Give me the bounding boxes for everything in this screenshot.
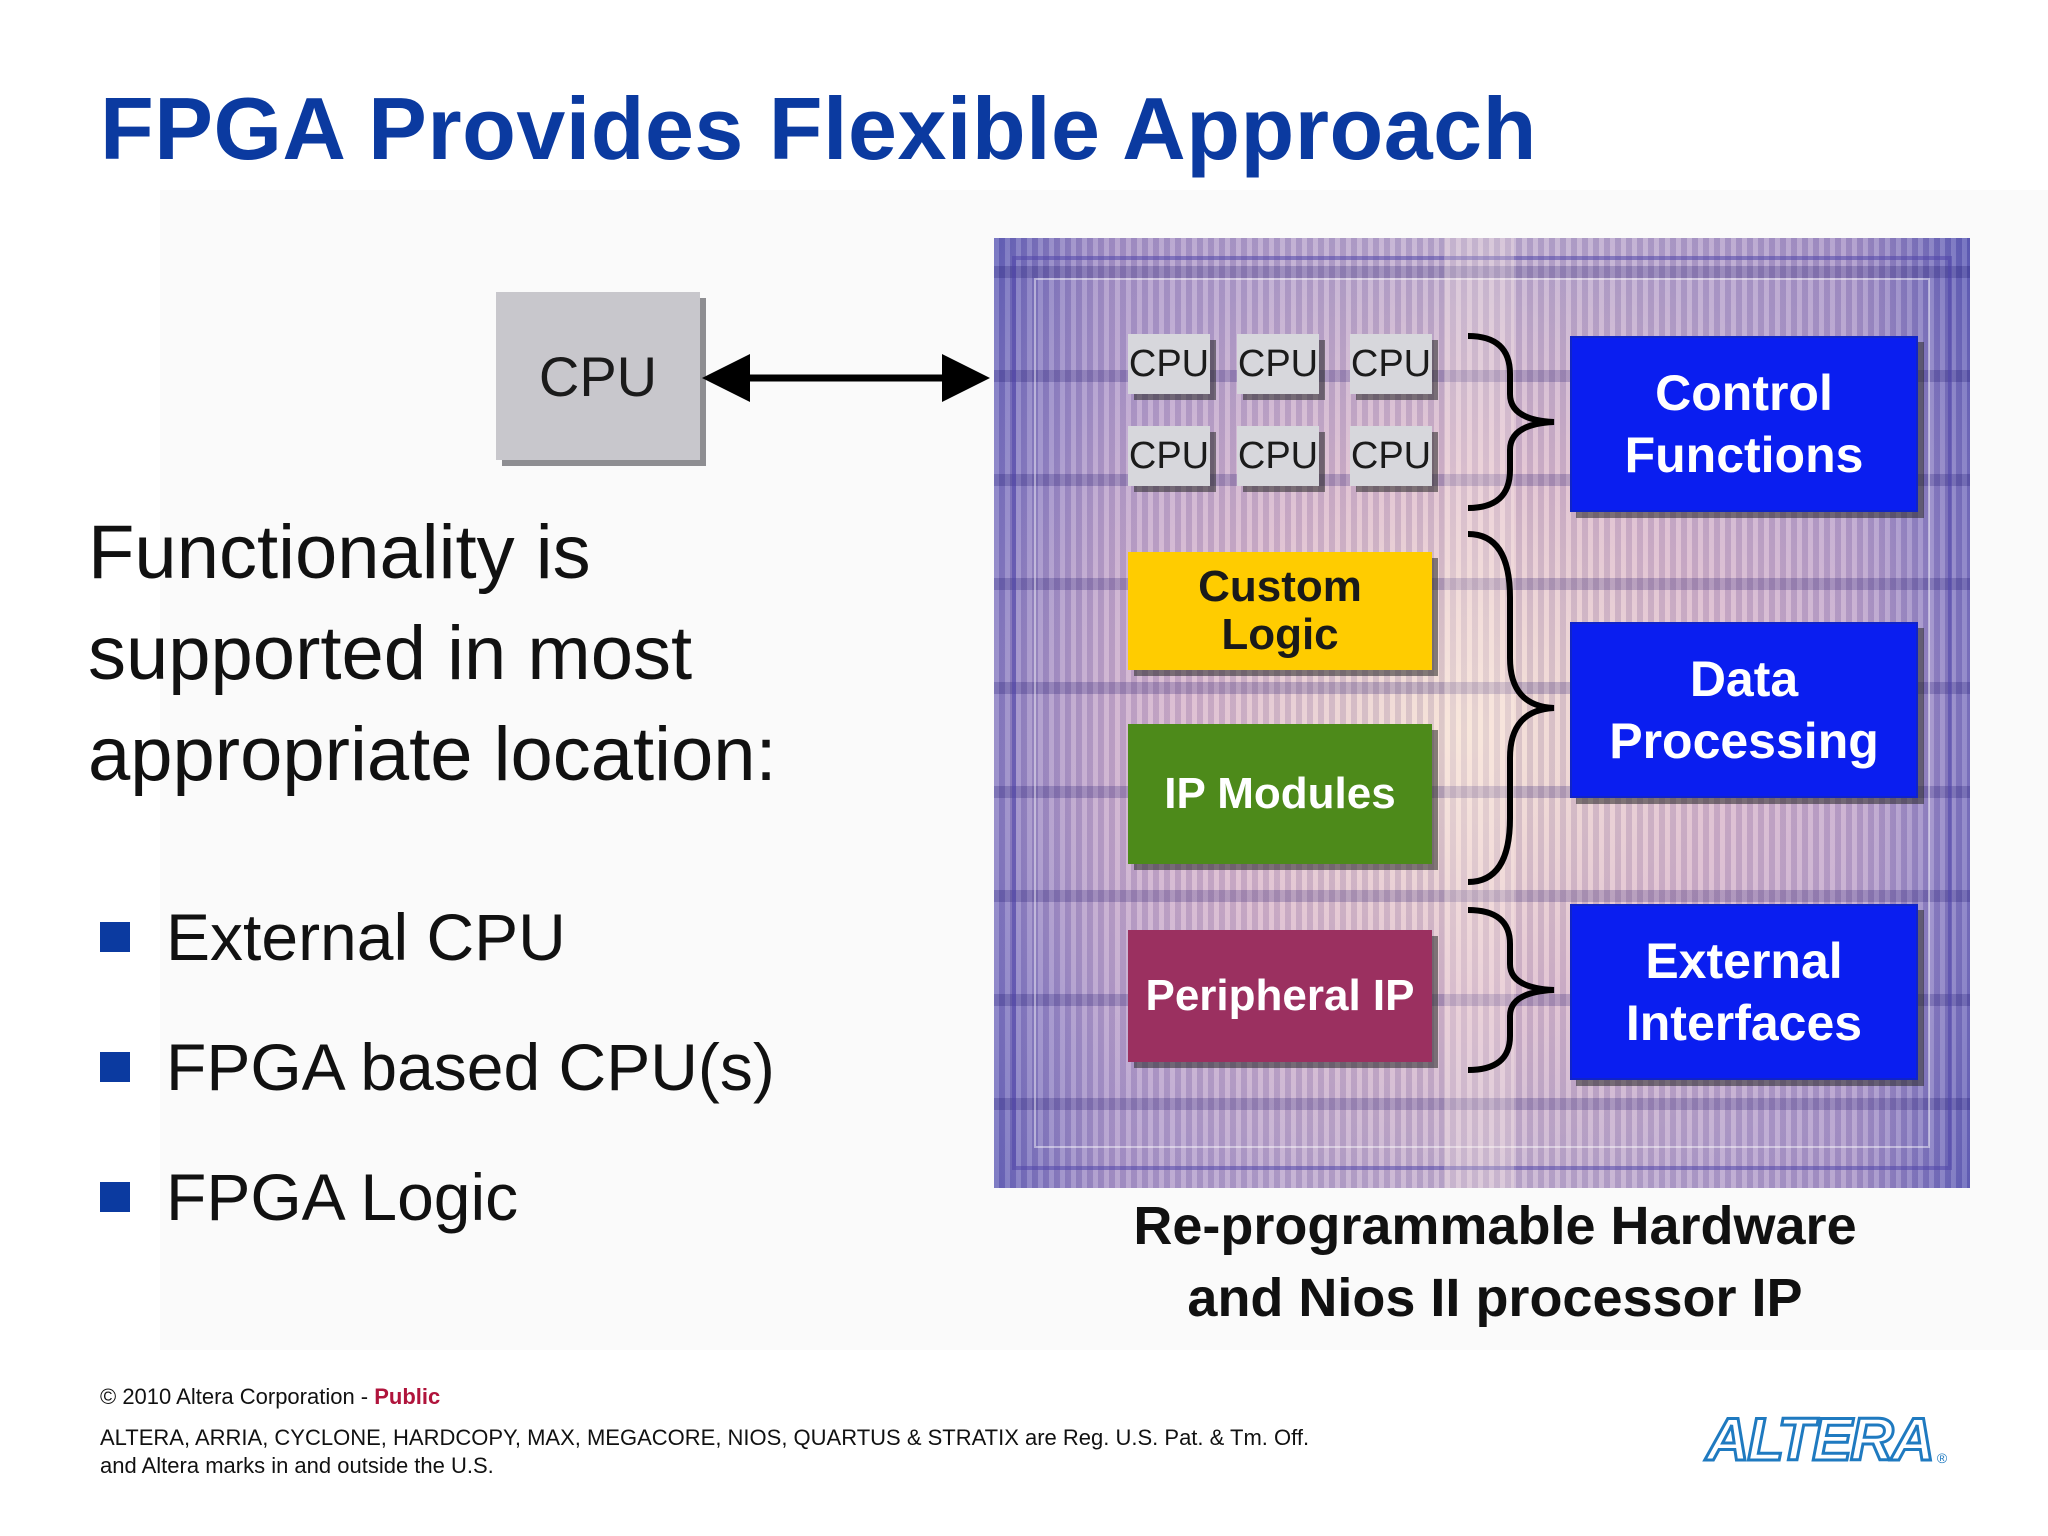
external-interfaces-line-2: Interfaces <box>1625 995 1863 1051</box>
data-processing-line-2: Processing <box>1609 713 1879 769</box>
square-bullet-icon <box>100 922 130 952</box>
data-processing-line-1: Data <box>1689 651 1799 707</box>
registered-mark: ® <box>1936 1450 1948 1466</box>
custom-logic-line-2: Logic <box>1221 610 1339 659</box>
external-cpu-label: CPU <box>538 344 658 408</box>
fpga-cpu-block: CPU <box>1237 426 1319 486</box>
lead-line-2: supported in most <box>88 611 693 696</box>
footer-copyright: © 2010 Altera Corporation - Public <box>100 1384 440 1410</box>
bullet-item: FPGA based CPU(s) <box>100 1002 775 1132</box>
altera-logo: ALTERA ® <box>1705 1406 1966 1473</box>
control-functions-block: Control Functions <box>1570 336 1918 512</box>
bidirectional-arrow-icon <box>702 354 990 402</box>
lead-text: Functionality is supported in most appro… <box>88 502 848 805</box>
caption-line-2: and Nios II processor IP <box>1187 1268 1803 1328</box>
lead-line-3: appropriate location: <box>88 712 777 797</box>
public-label: Public <box>374 1384 441 1409</box>
square-bullet-icon <box>100 1052 130 1082</box>
bullet-text: FPGA based CPU(s) <box>166 1030 775 1104</box>
fpga-cpu-block: CPU <box>1350 334 1432 394</box>
slide-title: FPGA Provides Flexible Approach <box>100 79 1537 178</box>
square-bullet-icon <box>100 1182 130 1212</box>
peripheral-ip-block: Peripheral IP <box>1128 930 1432 1062</box>
legal-line-1: ALTERA, ARRIA, CYCLONE, HARDCOPY, MAX, M… <box>100 1425 1310 1450</box>
bullet-item: FPGA Logic <box>100 1132 775 1262</box>
external-interfaces-block: External Interfaces <box>1570 904 1918 1080</box>
data-processing-block: Data Processing <box>1570 622 1918 798</box>
lead-line-1: Functionality is <box>88 510 591 595</box>
copyright-text: © 2010 Altera Corporation - <box>100 1384 375 1409</box>
legal-line-2: and Altera marks in and outside the U.S. <box>100 1453 494 1478</box>
fpga-cpu-block: CPU <box>1128 334 1210 394</box>
control-functions-line-2: Functions <box>1624 427 1864 483</box>
fpga-die-diagram: CPU CPU CPU CPU CPU CPU Custom Logic IP … <box>994 238 1970 1188</box>
bullet-text: External CPU <box>166 900 566 974</box>
custom-logic-block: Custom Logic <box>1128 552 1432 670</box>
external-cpu-box: CPU <box>496 292 700 460</box>
bullet-item: External CPU <box>100 872 775 1002</box>
custom-logic-line-1: Custom <box>1198 562 1362 611</box>
fpga-cpu-block: CPU <box>1237 334 1319 394</box>
footer-legal: ALTERA, ARRIA, CYCLONE, HARDCOPY, MAX, M… <box>100 1424 1400 1480</box>
fpga-cpu-block: CPU <box>1128 426 1210 486</box>
die-center-spine <box>1444 238 1514 1188</box>
diagram-caption: Re-programmable Hardware and Nios II pro… <box>1060 1190 1930 1334</box>
ip-modules-block: IP Modules <box>1128 724 1432 864</box>
bullet-text: FPGA Logic <box>166 1160 519 1234</box>
caption-line-1: Re-programmable Hardware <box>1133 1196 1857 1256</box>
external-interfaces-line-1: External <box>1645 933 1843 989</box>
die-inner-frame <box>1034 278 1930 1148</box>
die-outer-frame <box>1012 256 1952 1170</box>
bullet-list: External CPU FPGA based CPU(s) FPGA Logi… <box>100 872 775 1262</box>
fpga-cpu-block: CPU <box>1350 426 1432 486</box>
altera-logo-text: ALTERA <box>1705 1406 1937 1473</box>
control-functions-line-1: Control <box>1655 365 1833 421</box>
